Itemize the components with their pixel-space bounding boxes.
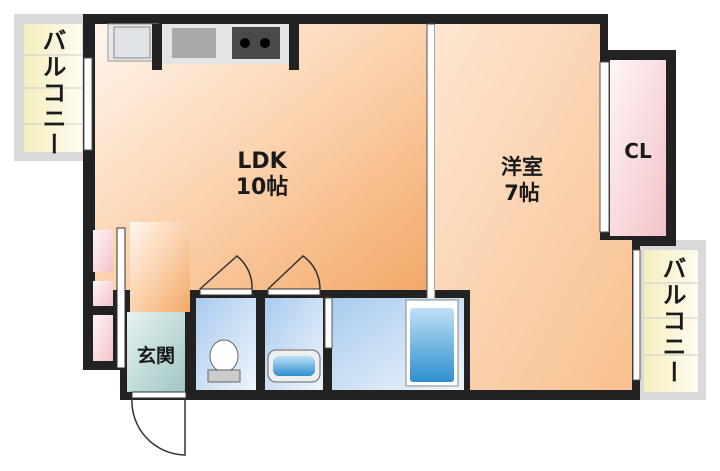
sink bbox=[172, 28, 216, 58]
western-size: 7帖 bbox=[504, 181, 540, 205]
entrance-label: 玄関 bbox=[137, 344, 175, 367]
balcony-left-label: バルコニー bbox=[38, 28, 66, 158]
closet-label: CL bbox=[624, 139, 652, 163]
entrance bbox=[127, 312, 185, 392]
washbasin-icon bbox=[267, 349, 321, 383]
washroom-door[interactable] bbox=[267, 255, 321, 296]
shoe-closets bbox=[93, 227, 126, 369]
toilet-door[interactable] bbox=[199, 255, 253, 296]
room-western bbox=[435, 24, 632, 390]
ldk-label: LDK bbox=[237, 149, 287, 174]
closet bbox=[610, 60, 666, 236]
sliding-door bbox=[426, 23, 436, 301]
western-label: 洋室 bbox=[501, 155, 543, 179]
balcony-right: バルコニー bbox=[638, 240, 706, 400]
entrance-door[interactable] bbox=[131, 391, 187, 456]
balcony-right-label: バルコニー bbox=[658, 256, 686, 386]
window-left bbox=[83, 57, 93, 151]
kitchen-counter bbox=[107, 23, 299, 70]
toilet-icon bbox=[207, 339, 241, 383]
balcony-left: バルコニー bbox=[14, 14, 84, 161]
stove bbox=[232, 27, 280, 59]
bathtub-icon bbox=[405, 299, 459, 387]
window-right bbox=[632, 249, 641, 381]
ldk-size: 10帖 bbox=[236, 175, 289, 200]
